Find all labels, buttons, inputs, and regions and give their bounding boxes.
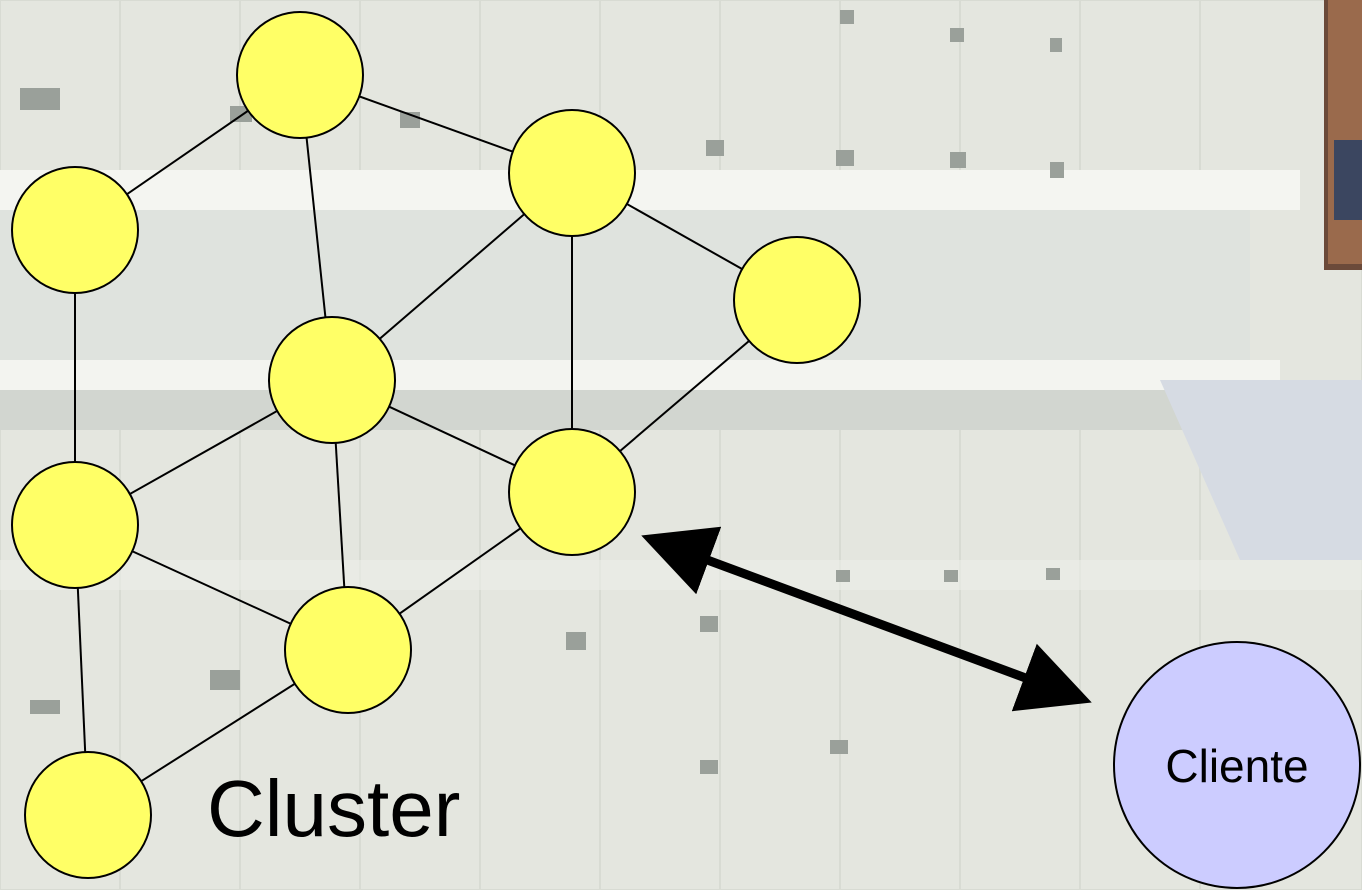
cluster-node <box>508 428 636 556</box>
cluster-node <box>268 316 396 444</box>
client-node <box>1113 641 1361 889</box>
cluster-node <box>733 236 861 364</box>
client-label: Cliente <box>1165 740 1308 792</box>
bidirectional-arrow <box>641 526 1092 712</box>
cluster-node <box>11 166 139 294</box>
cluster-node <box>284 586 412 714</box>
cluster-nodes <box>11 11 861 879</box>
cluster-node <box>508 109 636 237</box>
cluster-node <box>11 461 139 589</box>
cluster-node <box>24 751 152 879</box>
cluster-label: Cluster <box>207 764 460 853</box>
edges <box>74 74 798 816</box>
cluster-node <box>236 11 364 139</box>
